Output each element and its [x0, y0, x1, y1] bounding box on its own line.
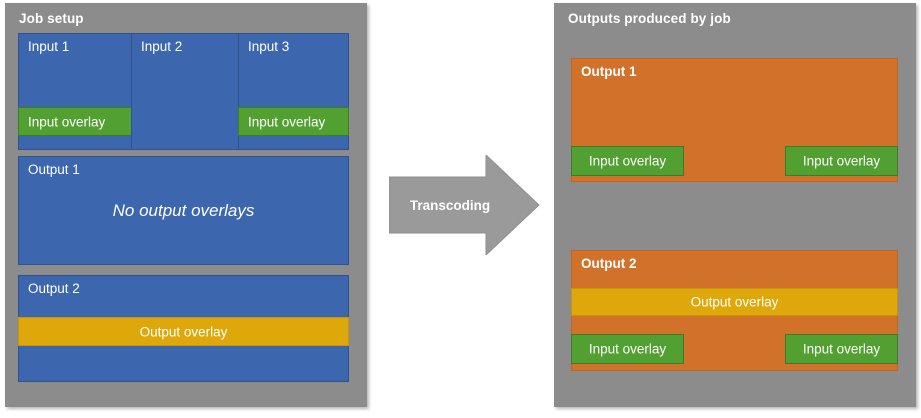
produced-output-2-label: Output 2 [581, 256, 637, 271]
produced-output-1-input-overlay-right: Input overlay [785, 146, 898, 176]
job-setup-panel-title: Job setup [19, 11, 84, 26]
setup-output-1-note: No output overlays [112, 200, 255, 220]
produced-output-2-input-overlay-right: Input overlay [785, 334, 898, 364]
produced-output-2-input-overlay-right-label: Input overlay [802, 341, 881, 357]
produced-output-1-input-overlay-left: Input overlay [571, 146, 684, 176]
setup-output-2-output-overlay-label: Output overlay [139, 324, 228, 339]
transcoding-arrow: Transcoding [389, 155, 541, 255]
input-1-input-overlay: Input overlay [18, 107, 132, 136]
produced-output-2-output-overlay: Output overlay [571, 288, 898, 316]
produced-output-2-input-overlay-left: Input overlay [571, 334, 684, 364]
input-2-label: Input 2 [141, 39, 183, 54]
produced-output-2-input-overlay-left-label: Input overlay [588, 341, 667, 357]
input-3-label: Input 3 [248, 39, 290, 54]
produced-output-2-output-overlay-label: Output overlay [690, 294, 779, 310]
produced-output-1-input-overlay-left-label: Input overlay [588, 153, 667, 169]
input-1-label: Input 1 [28, 39, 70, 54]
produced-output-1-input-overlay-right-label: Input overlay [802, 153, 881, 169]
input-3-input-overlay: Input overlay [238, 107, 349, 136]
outputs-produced-panel-title: Outputs produced by job [568, 11, 731, 26]
setup-output-2-output-overlay: Output overlay [18, 317, 349, 346]
input-1-input-overlay-label: Input overlay [28, 114, 106, 129]
setup-output-1-label: Output 1 [28, 162, 80, 177]
arrow-right-icon [389, 155, 540, 255]
input-2-block: Input 2 [131, 33, 239, 150]
setup-output-1-block: Output 1 No output overlays [18, 156, 349, 265]
produced-output-1-label: Output 1 [581, 64, 637, 79]
input-3-input-overlay-label: Input overlay [248, 114, 326, 129]
setup-output-2-label: Output 2 [28, 281, 80, 296]
